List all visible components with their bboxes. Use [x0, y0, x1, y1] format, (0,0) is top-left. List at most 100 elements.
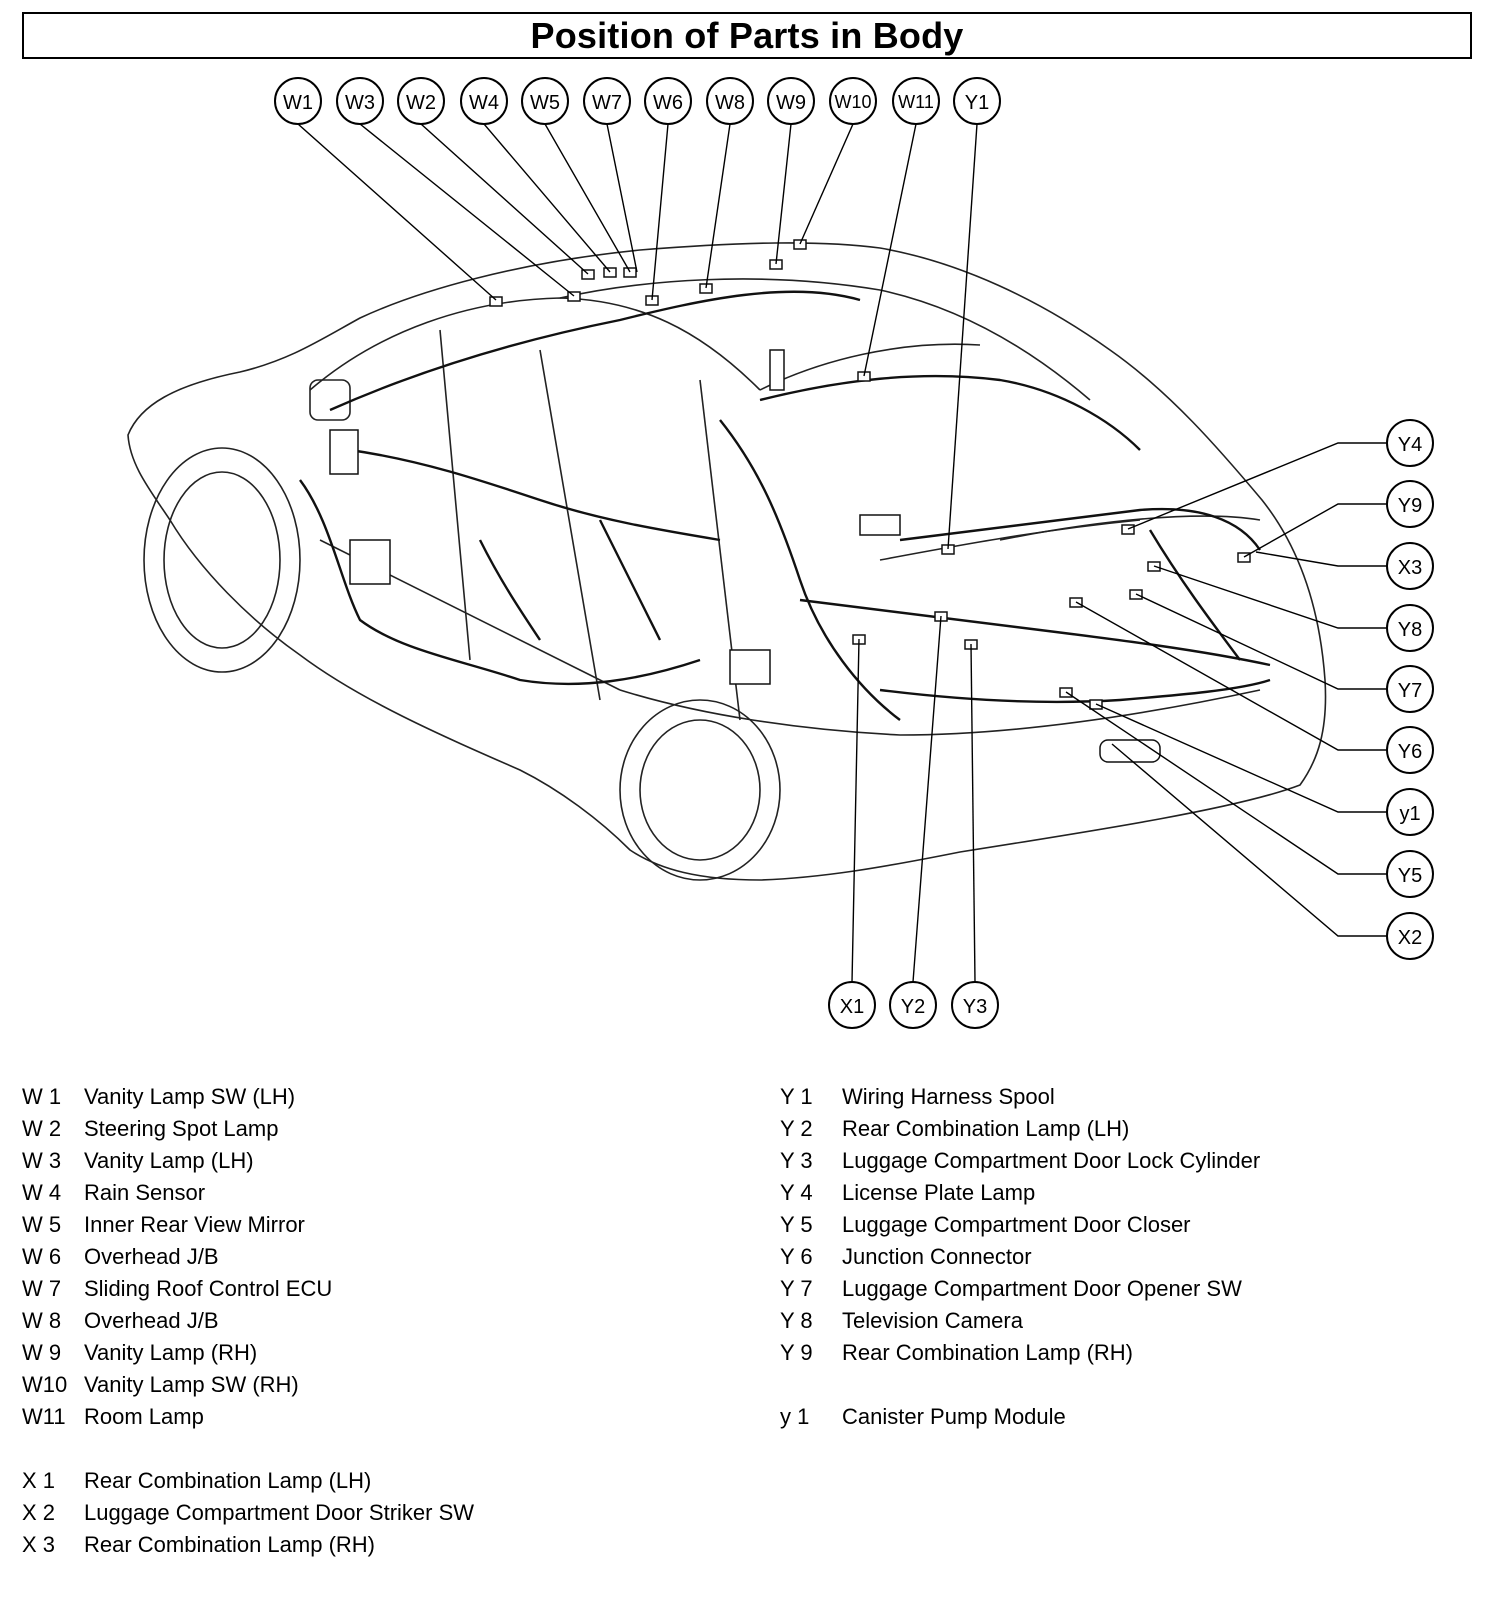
legend-code: X 1 [22, 1468, 56, 1493]
callout-label: Y6 [1398, 741, 1422, 763]
legend-code: W 3 [22, 1148, 62, 1173]
callout-W1: W1 [274, 77, 322, 125]
callout-W2: W2 [397, 77, 445, 125]
legend-label: Junction Connector [842, 1244, 1032, 1269]
callout-X2: X2 [1386, 912, 1434, 960]
callout-label: Y5 [1398, 865, 1422, 887]
legend-code: X 3 [22, 1532, 56, 1557]
legend-label: Vanity Lamp (LH) [84, 1148, 254, 1173]
callout-label: W4 [469, 92, 499, 114]
legend-label: Luggage Compartment Door Closer [842, 1212, 1191, 1237]
callout-label: W7 [592, 92, 622, 114]
legend-label: Inner Rear View Mirror [84, 1212, 305, 1237]
legend-code: W 5 [22, 1212, 62, 1237]
callout-label: W10 [834, 92, 871, 112]
callout-label: W11 [898, 92, 934, 112]
side-mirror [309, 379, 351, 421]
callout-Y9: Y9 [1386, 480, 1434, 528]
legend-code: W 8 [22, 1308, 62, 1333]
legend-code: W 9 [22, 1340, 62, 1365]
callout-label: Y1 [965, 92, 989, 114]
callouts-top: W1 W3 W2 W4 W5 W7 W6 W8 W9 W10 W11 Y1 [274, 77, 1001, 125]
title-box: Position of Parts in Body [22, 12, 1472, 59]
callout-label: Y9 [1398, 495, 1422, 517]
legend-label: Vanity Lamp SW (LH) [84, 1084, 296, 1109]
legend-code: Y 8 [780, 1308, 813, 1333]
callout-label: Y3 [963, 996, 987, 1018]
callout-W8: W8 [706, 77, 754, 125]
legend-label: License Plate Lamp [842, 1180, 1036, 1205]
legend-label: Luggage Compartment Door Opener SW [842, 1276, 1242, 1301]
callout-Y3: Y3 [951, 981, 999, 1029]
legend-code: W 2 [22, 1116, 62, 1141]
callout-label: W9 [776, 92, 806, 114]
callout-W3: W3 [336, 77, 384, 125]
legend-code: W 4 [22, 1180, 62, 1205]
callout-label: W8 [715, 92, 745, 114]
legend-code: Y 5 [780, 1212, 813, 1237]
callout-Y5: Y5 [1386, 850, 1434, 898]
callout-Y7: Y7 [1386, 665, 1434, 713]
legend-code: X 2 [22, 1500, 56, 1525]
callout-Y8: Y8 [1386, 604, 1434, 652]
callout-label: W6 [653, 92, 683, 114]
legend-label: Rear Combination Lamp (RH) [84, 1532, 375, 1557]
callout-label: X2 [1398, 927, 1422, 949]
callout-label: Y7 [1398, 680, 1422, 702]
callout-X1: X1 [828, 981, 876, 1029]
legend-label: Television Camera [842, 1308, 1023, 1333]
legend-label: Rear Combination Lamp (LH) [842, 1116, 1130, 1141]
legend-label: Overhead J/B [84, 1244, 219, 1269]
legend-label: Rear Combination Lamp (LH) [84, 1468, 372, 1493]
callout-W9: W9 [767, 77, 815, 125]
callout-Y1: Y1 [953, 77, 1001, 125]
callout-W11: W11 [892, 77, 940, 125]
callout-W4: W4 [460, 77, 508, 125]
callout-Y4: Y4 [1386, 419, 1434, 467]
legend-code: W 1 [22, 1084, 62, 1109]
callout-W6: W6 [644, 77, 692, 125]
callout-label: X1 [840, 996, 864, 1018]
callout-y1: y1 [1386, 788, 1434, 836]
legend-code: Y 3 [780, 1148, 813, 1173]
callouts-right: Y4 Y9 X3 Y8 Y7 Y6 y1 Y5 X2 [1386, 419, 1434, 960]
legend-label: Rain Sensor [84, 1180, 206, 1205]
legend-label: Overhead J/B [84, 1308, 219, 1333]
callout-W5: W5 [521, 77, 569, 125]
callout-label: y1 [1399, 803, 1420, 825]
legend-code: W10 [22, 1372, 68, 1397]
legend-label: Luggage Compartment Door Striker SW [84, 1500, 475, 1525]
front-wheel [143, 447, 301, 673]
legend-code: W 7 [22, 1276, 62, 1301]
rear-wheel [619, 699, 781, 881]
callout-label: Y4 [1398, 434, 1422, 456]
callout-label: W3 [345, 92, 375, 114]
callout-W10: W10 [829, 77, 877, 125]
callout-label: W5 [530, 92, 560, 114]
legend-code: y 1 [780, 1404, 810, 1429]
car-body-outline [127, 242, 1327, 881]
callout-X3: X3 [1386, 542, 1434, 590]
legend-label: Canister Pump Module [842, 1404, 1066, 1429]
legend-code: W11 [22, 1404, 66, 1429]
callouts-bottom: X1 Y2 Y3 [828, 981, 999, 1029]
legend-code: Y 1 [780, 1084, 813, 1109]
callout-label: Y2 [901, 996, 925, 1018]
callout-Y2: Y2 [889, 981, 937, 1029]
legend-code: W 6 [22, 1244, 62, 1269]
legend-code: Y 7 [780, 1276, 813, 1301]
wiring-harness [299, 290, 1271, 721]
leader-lines [297, 123, 1387, 983]
callout-label: X3 [1398, 557, 1422, 579]
legend-code: Y 4 [780, 1180, 813, 1205]
legend-label: Wiring Harness Spool [842, 1084, 1055, 1109]
callout-W7: W7 [583, 77, 631, 125]
legend-label: Rear Combination Lamp (RH) [842, 1340, 1133, 1365]
legend-code: Y 9 [780, 1340, 813, 1365]
legend-code: Y 2 [780, 1116, 813, 1141]
car-wiring-diagram: W1 W3 W2 W4 W5 W7 W6 W8 W9 W10 W11 Y1 Y4… [127, 77, 1434, 1029]
callout-label: Y8 [1398, 619, 1422, 641]
page-title: Position of Parts in Body [530, 14, 964, 56]
connector-markers [329, 239, 1251, 763]
legend-label: Vanity Lamp (RH) [84, 1340, 258, 1365]
